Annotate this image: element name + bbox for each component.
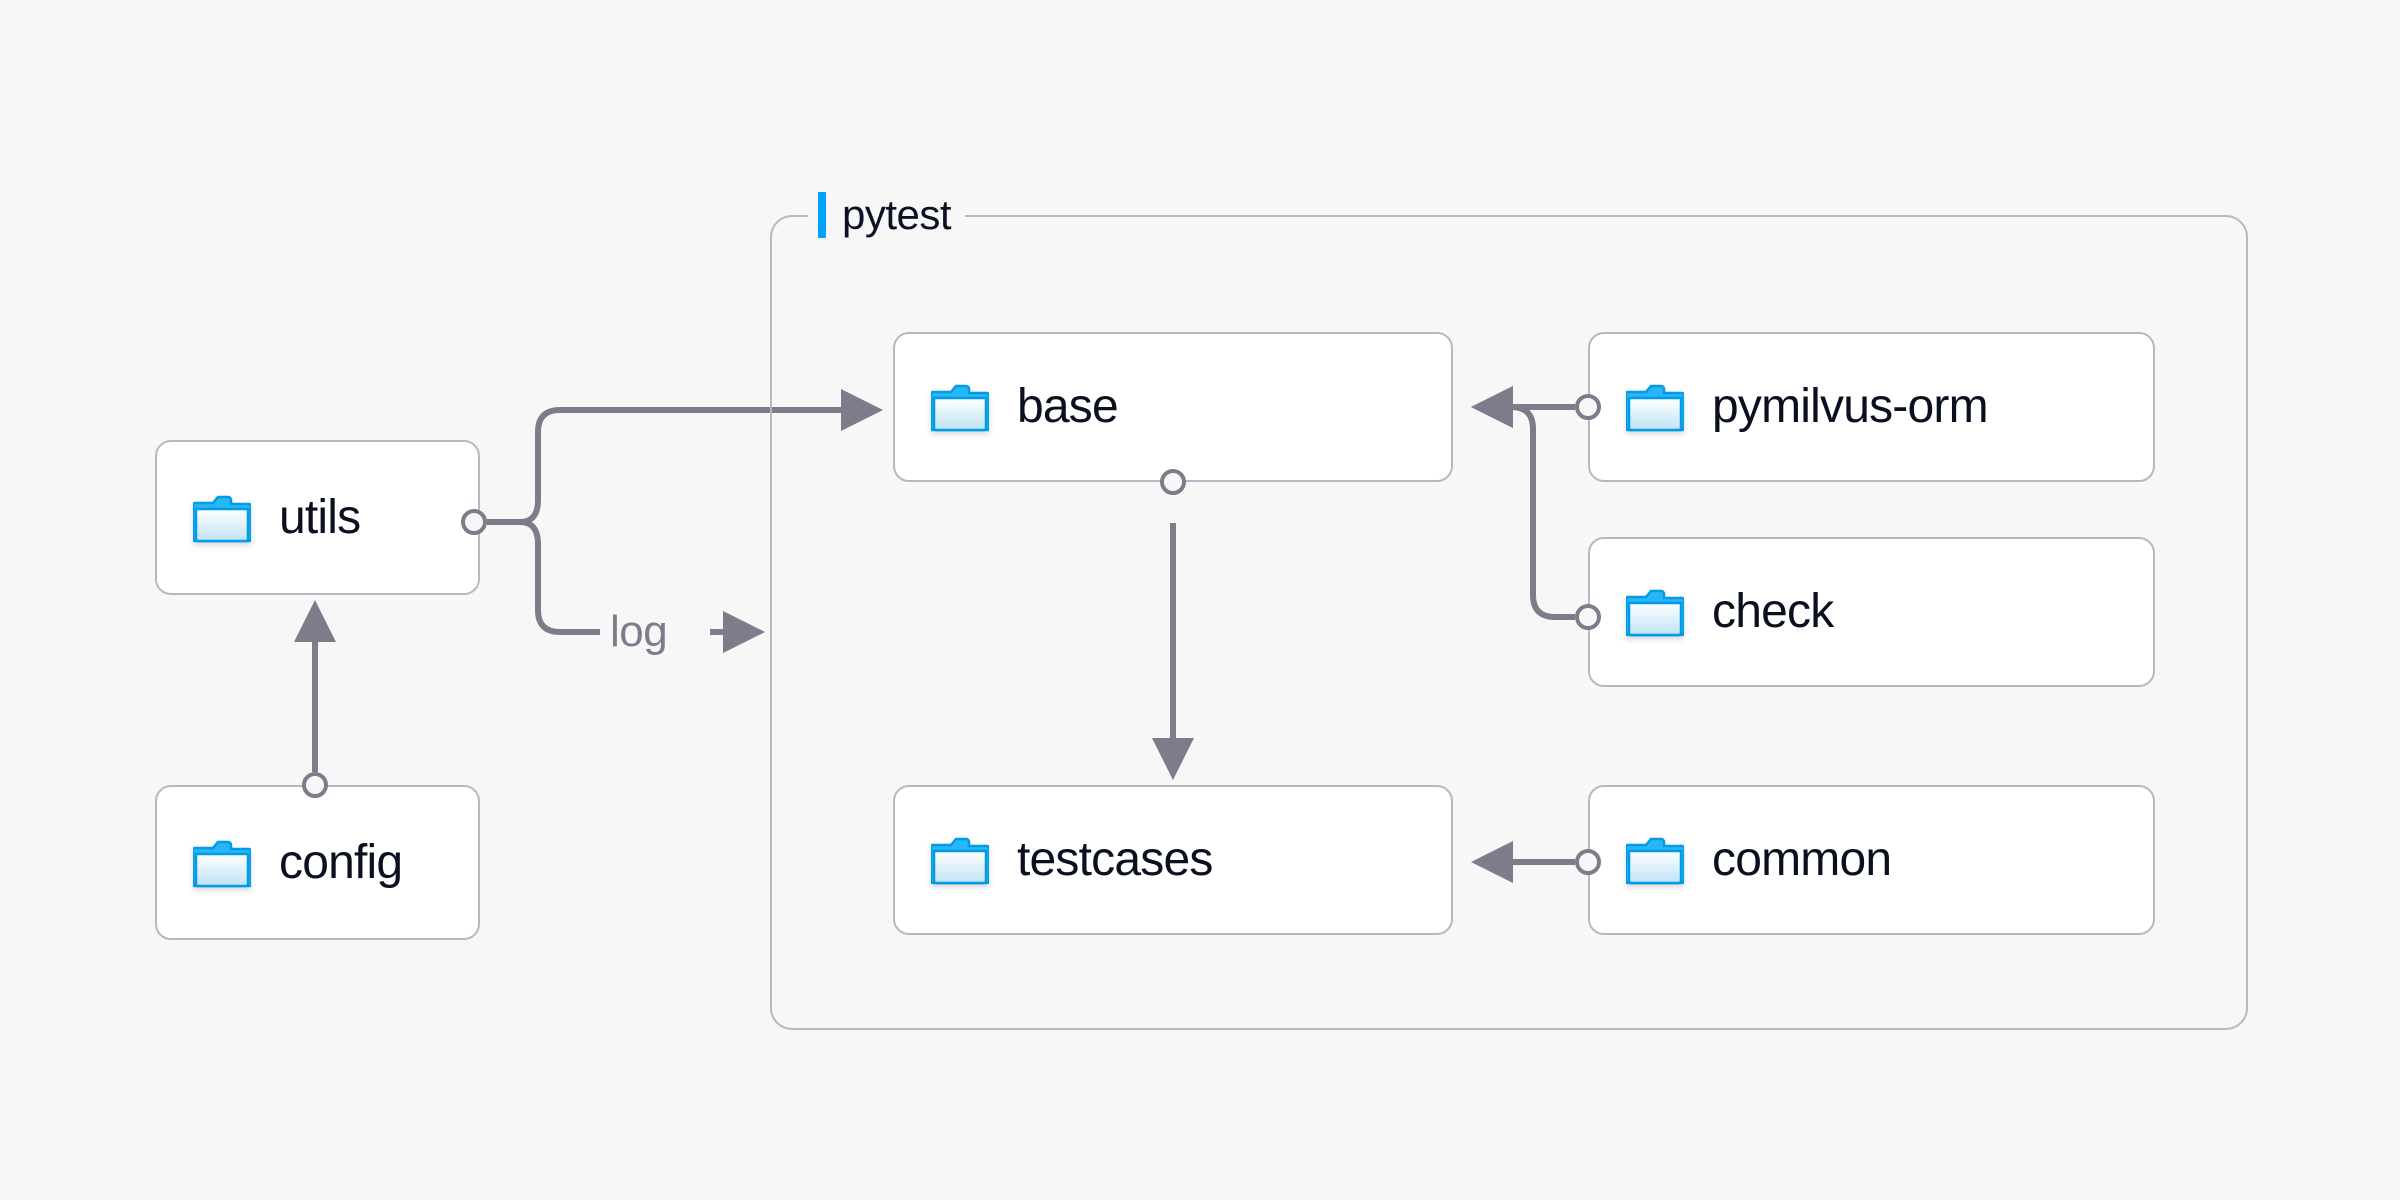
folder-icon — [1626, 587, 1684, 637]
folder-icon — [931, 835, 989, 885]
node-common-label: common — [1712, 833, 1892, 886]
port-common-left[interactable] — [1575, 849, 1601, 875]
node-base[interactable]: base — [893, 332, 1453, 482]
node-config[interactable]: config — [155, 785, 480, 940]
port-utils-right[interactable] — [461, 509, 487, 535]
node-base-label: base — [1017, 380, 1119, 433]
group-pytest[interactable] — [770, 215, 2248, 1030]
port-pymilvus-orm-left[interactable] — [1575, 394, 1601, 420]
node-pymilvus-orm[interactable]: pymilvus-orm — [1588, 332, 2155, 482]
node-check[interactable]: check — [1588, 537, 2155, 687]
port-check-left[interactable] — [1575, 604, 1601, 630]
folder-icon — [931, 382, 989, 432]
node-check-label: check — [1712, 585, 1834, 638]
node-utils[interactable]: utils — [155, 440, 480, 595]
folder-icon — [1626, 835, 1684, 885]
node-common[interactable]: common — [1588, 785, 2155, 935]
group-accent-bar — [818, 192, 826, 238]
node-testcases[interactable]: testcases — [893, 785, 1453, 935]
group-pytest-label-text: pytest — [842, 191, 952, 238]
node-config-label: config — [279, 835, 403, 889]
node-pymilvus-orm-label: pymilvus-orm — [1712, 380, 1989, 433]
folder-icon — [1626, 382, 1684, 432]
port-base-bottom[interactable] — [1160, 469, 1186, 495]
node-testcases-label: testcases — [1017, 833, 1213, 886]
node-utils-label: utils — [279, 490, 361, 544]
folder-icon — [193, 838, 251, 888]
edge-label-log: log — [602, 610, 676, 654]
port-config-top[interactable] — [302, 772, 328, 798]
group-pytest-label: pytest — [808, 191, 966, 238]
edge-utils-to-log — [519, 519, 600, 635]
folder-icon — [193, 493, 251, 543]
